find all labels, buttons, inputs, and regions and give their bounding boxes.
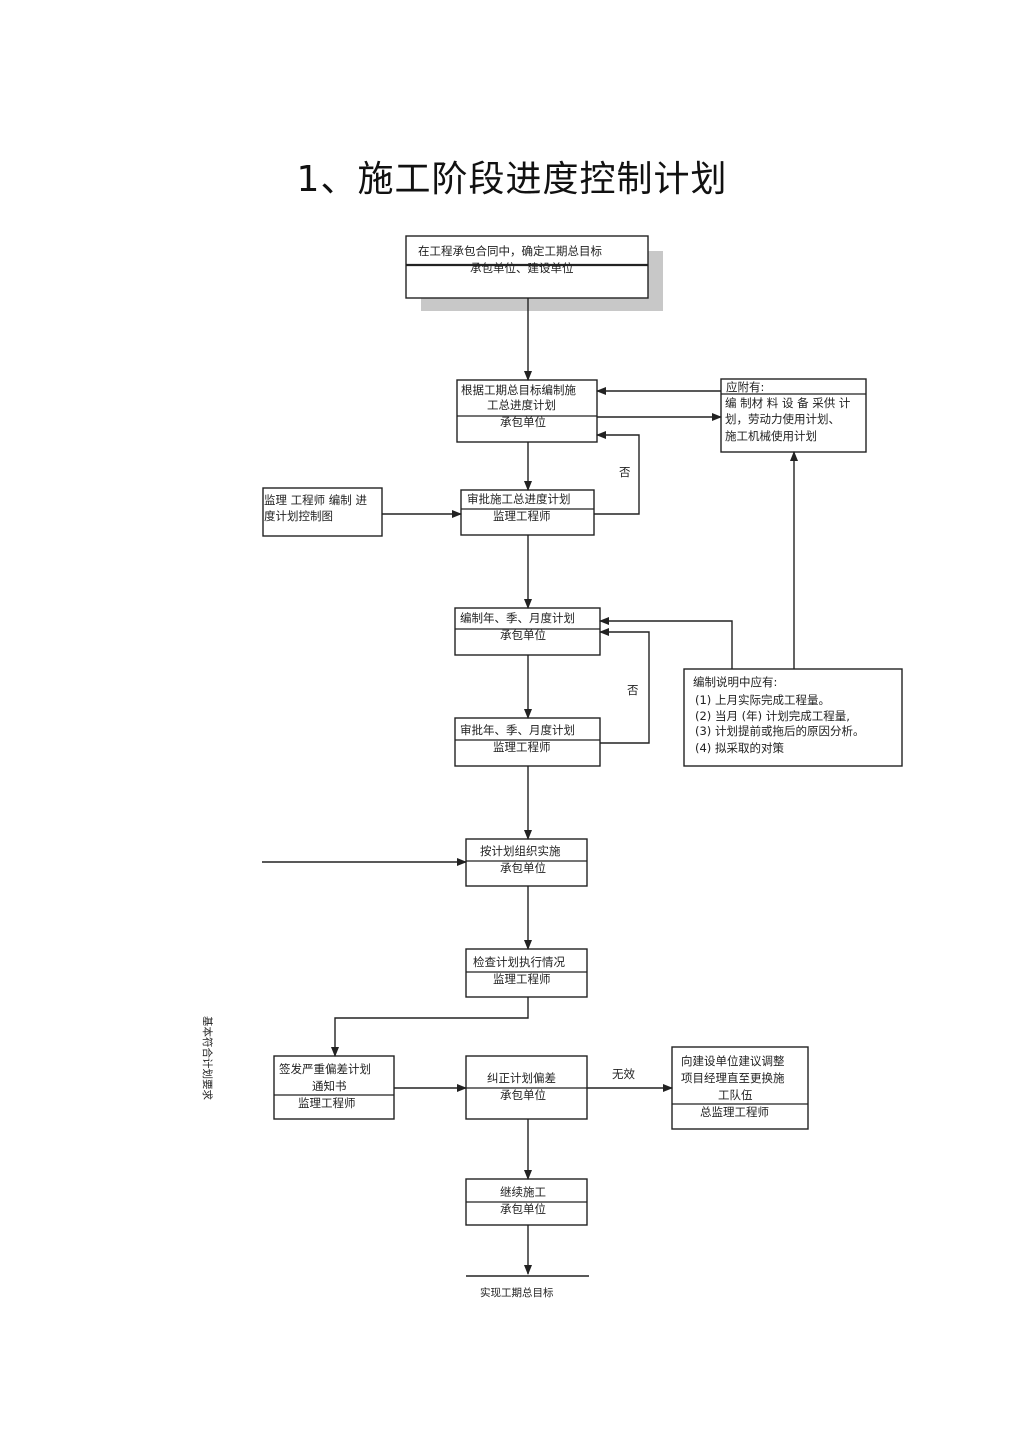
box-explanation-line1: 编制说明中应有: bbox=[693, 675, 777, 689]
box-master-schedule-line1: 根据工期总目标编制施 bbox=[461, 383, 576, 397]
arrow-b10-b11 bbox=[331, 997, 529, 1057]
box-correct: 纠正计划偏差 承包单位 bbox=[465, 1055, 588, 1120]
box-approve-master-line1: 审批施工总进度计划 bbox=[467, 492, 571, 506]
box-contract-target: 在工程承包合同中，确定工期总目标 承包单位、建设单位 bbox=[405, 235, 663, 311]
box-implement: 按计划组织实施 承包单位 bbox=[465, 838, 588, 887]
label-no-1: 否 bbox=[619, 465, 631, 479]
box-attachments-line2: 编 制材 料 设 备 采供 计 bbox=[725, 396, 851, 410]
box-control-chart: 监理 工程师 编制 进 度计划控制图 bbox=[262, 487, 383, 537]
label-no-2: 否 bbox=[627, 683, 639, 697]
arrow-b8-b6 bbox=[599, 617, 733, 669]
box-implement-line1: 按计划组织实施 bbox=[480, 844, 561, 858]
box-check: 检查计划执行情况 监理工程师 bbox=[465, 948, 588, 998]
box-approve-periodic-line2: 监理工程师 bbox=[493, 740, 551, 754]
box-attachments: 应附有: 编 制材 料 设 备 采供 计 划，劳动力使用计划、 施工机械使用计划 bbox=[720, 378, 867, 453]
box-explanation-line3: (2) 当月 (年) 计划完成工程量, bbox=[695, 709, 850, 723]
box-suggest-adjust: 向建设单位建议调整 项目经理直至更换施 工队伍 总监理工程师 bbox=[671, 1046, 809, 1130]
box-suggest-adjust-line3: 工队伍 bbox=[718, 1088, 753, 1102]
box-master-schedule-line2: 工总进度计划 bbox=[487, 398, 556, 412]
box-approve-master-line2: 监理工程师 bbox=[493, 509, 551, 523]
box-contract-target-line1: 在工程承包合同中，确定工期总目标 bbox=[418, 244, 602, 258]
box-deviation-notice: 签发严重偏差计划 通知书 监理工程师 bbox=[273, 1055, 395, 1120]
box-periodic-plan-line1: 编制年、季、月度计划 bbox=[460, 611, 575, 625]
box-continue: 继续施工 承包单位 bbox=[465, 1178, 588, 1226]
box-approve-periodic-line1: 审批年、季、月度计划 bbox=[460, 723, 575, 737]
box-master-schedule: 根据工期总目标编制施 工总进度计划 承包单位 bbox=[456, 379, 598, 443]
box-continue-line2: 承包单位 bbox=[500, 1202, 546, 1216]
box-approve-periodic: 审批年、季、月度计划 监理工程师 bbox=[454, 717, 601, 767]
box-deviation-notice-line2: 通知书 bbox=[312, 1079, 347, 1093]
box-attachments-line3: 划，劳动力使用计划、 bbox=[725, 412, 840, 426]
box-check-line2: 监理工程师 bbox=[493, 972, 551, 986]
box-check-line1: 检查计划执行情况 bbox=[473, 955, 565, 969]
box-control-chart-line2: 度计划控制图 bbox=[264, 509, 333, 523]
box-suggest-adjust-line4: 总监理工程师 bbox=[700, 1105, 769, 1119]
box-master-schedule-line3: 承包单位 bbox=[500, 415, 546, 429]
box-attachments-line4: 施工机械使用计划 bbox=[725, 429, 817, 443]
label-invalid: 无效 bbox=[612, 1067, 635, 1081]
arrow-b3-reject-b2 bbox=[594, 431, 640, 515]
box-explanation: 编制说明中应有: (1) 上月实际完成工程量。 (2) 当月 (年) 计划完成工… bbox=[683, 668, 903, 767]
box-continue-line1: 继续施工 bbox=[500, 1185, 546, 1199]
box-correct-line1: 纠正计划偏差 bbox=[487, 1071, 556, 1085]
box-control-chart-line1: 监理 工程师 编制 进 bbox=[264, 493, 367, 507]
box-explanation-line2: (1) 上月实际完成工程量。 bbox=[695, 693, 830, 707]
box-approve-master: 审批施工总进度计划 监理工程师 bbox=[460, 489, 595, 536]
page-title: 1、施工阶段进度控制计划 bbox=[296, 159, 728, 200]
box-periodic-plan: 编制年、季、月度计划 承包单位 bbox=[454, 607, 601, 656]
label-basic-compliance: 基本符合计划要求 bbox=[201, 1016, 214, 1100]
arrow-b7-reject-b6 bbox=[599, 628, 650, 744]
box-suggest-adjust-line1: 向建设单位建议调整 bbox=[681, 1054, 785, 1068]
box-deviation-notice-line3: 监理工程师 bbox=[298, 1096, 356, 1110]
box-explanation-line4: (3) 计划提前或拖后的原因分析。 bbox=[695, 724, 864, 738]
box-explanation-line5: (4) 拟采取的对策 bbox=[695, 741, 784, 755]
box-correct-line2: 承包单位 bbox=[500, 1088, 546, 1102]
box-deviation-notice-line1: 签发严重偏差计划 bbox=[279, 1062, 371, 1076]
box-implement-line2: 承包单位 bbox=[500, 861, 546, 875]
label-final-target: 实现工期总目标 bbox=[480, 1286, 554, 1299]
box-suggest-adjust-line2: 项目经理直至更换施 bbox=[681, 1071, 785, 1085]
box-contract-target-line2: 承包单位、建设单位 bbox=[470, 261, 574, 275]
box-attachments-line1: 应附有: bbox=[726, 380, 764, 394]
box-periodic-plan-line2: 承包单位 bbox=[500, 628, 546, 642]
